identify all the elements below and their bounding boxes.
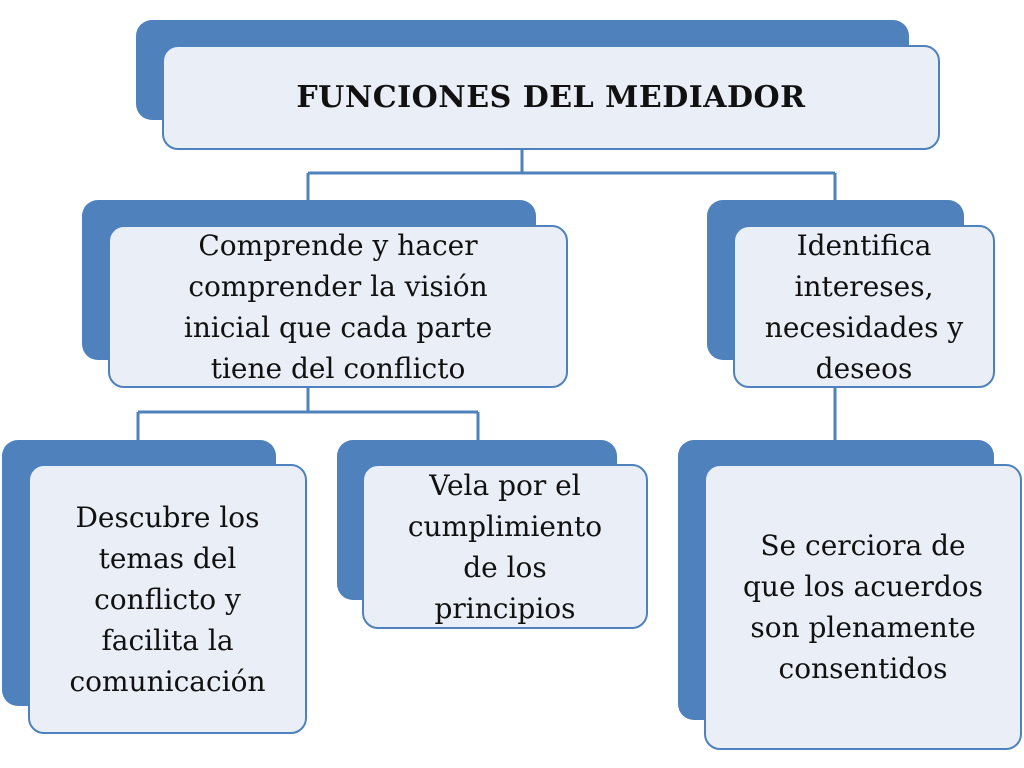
node-identifica: Identifica intereses, necesidades y dese… xyxy=(733,225,995,388)
diagram-title: FUNCIONES DEL MEDIADOR xyxy=(296,80,806,115)
node-cerciora: Se cerciora de que los acuerdos son plen… xyxy=(704,464,1022,750)
node-descubre: Descubre los temas del conflicto y facil… xyxy=(28,464,307,734)
node-comprende-text: Comprende y hacer comprender la visión i… xyxy=(183,228,493,385)
node-comprende: Comprende y hacer comprender la visión i… xyxy=(108,225,568,388)
node-cerciora-text: Se cerciora de que los acuerdos son plen… xyxy=(742,529,984,685)
connector-title-to-level1 xyxy=(306,150,837,200)
node-identifica-text: Identifica intereses, necesidades y dese… xyxy=(764,228,964,385)
node-vela-text: Vela por el cumplimiento de los principi… xyxy=(407,468,603,625)
node-vela: Vela por el cumplimiento de los principi… xyxy=(362,464,648,629)
node-descubre-text: Descubre los temas del conflicto y facil… xyxy=(69,500,266,698)
title-box: FUNCIONES DEL MEDIADOR xyxy=(162,45,940,150)
connector-comprende-to-children xyxy=(136,388,480,440)
